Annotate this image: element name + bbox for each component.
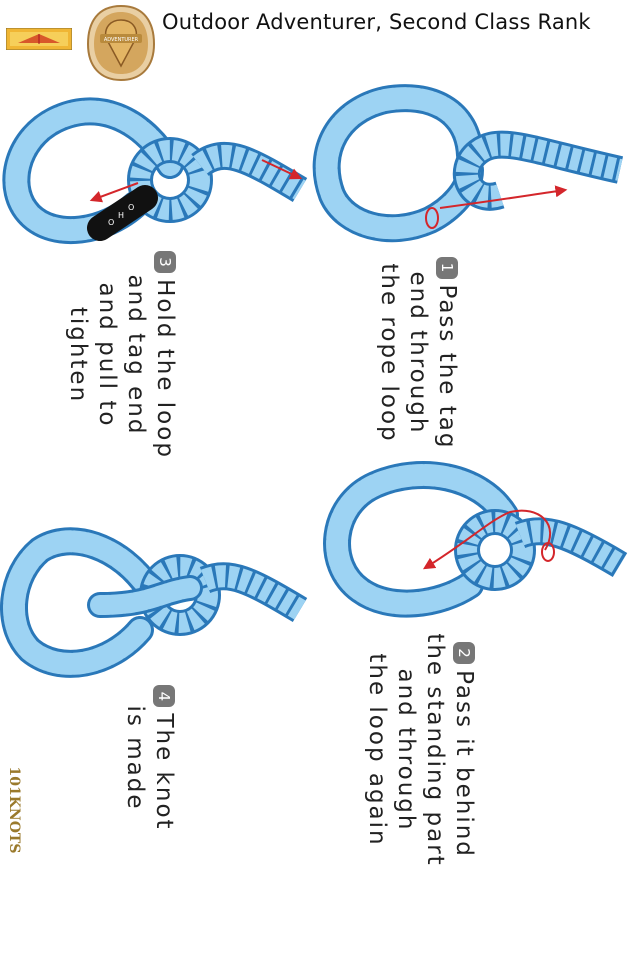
step-number-badge: 4 [153,685,175,707]
step-2-line-1: Pass it behind [451,670,477,858]
step-1-text: 1Pass the tag end through the rope loop [365,133,461,573]
step-1-line-1: Pass the tag [434,285,460,450]
step-number-badge: 1 [436,257,458,279]
step-1-line-3: the rope loop [374,133,403,573]
step-3-line-1: Hold the loop [152,279,178,459]
step-3-line-2: and tag end [121,135,150,575]
logo-text: 101KNOTS [6,758,22,862]
step-4-text: 4The knot is made [82,538,178,978]
step-1-line-2: end through [403,133,432,573]
step-4-line-2: is made [120,538,149,978]
step-2-text: 2Pass it behind the standing part and th… [382,530,478,970]
101knots-logo: 101KNOTS [4,760,24,864]
step-3-text: 3Hold the loop and tag end and pull to t… [83,135,179,575]
step-3-line-4: tighten [63,135,92,575]
step-2-line-2: the standing part [420,530,449,970]
step-4-line-1: The knot [151,713,177,830]
step-number-badge: 2 [453,642,475,664]
step-2-line-4: the loop again [362,530,391,970]
step-3-line-3: and pull to [92,135,121,575]
step-2-line-3: and through [391,530,420,970]
step-number-badge: 3 [154,251,176,273]
